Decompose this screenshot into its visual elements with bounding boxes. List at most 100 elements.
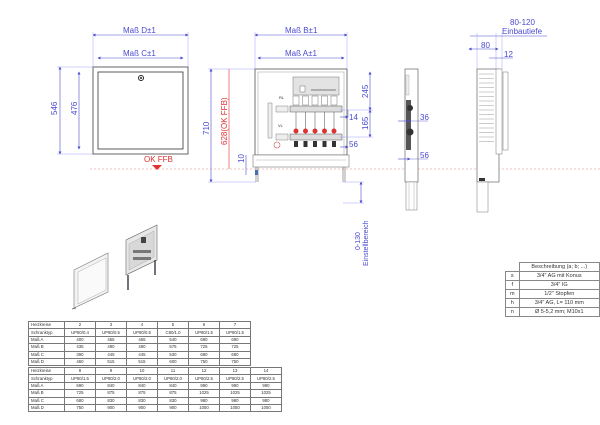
spec-cell: 875 <box>157 389 189 398</box>
legend-header: Beschreibung (a; b; ...) <box>518 262 600 272</box>
spec-cell: 490 <box>126 343 158 352</box>
spec-row-label: Maß C <box>28 396 65 405</box>
dim-546-label: 546 <box>50 101 59 115</box>
legend-header-row: Beschreibung (a; b; ...) <box>505 262 600 272</box>
spec-cell: UP80/0.5 <box>126 328 158 337</box>
spec-row-label: Maß D <box>28 403 65 413</box>
spec-cell: 690 <box>64 381 96 391</box>
spec-row-label: Schranktyp <box>28 328 65 337</box>
spec-cell: 445 <box>126 350 158 359</box>
dim-14-label: 14 <box>349 113 358 122</box>
spec-cell: UP80/0.4 <box>64 328 96 337</box>
spec-cell: 13 <box>219 366 251 376</box>
adjust-range-caption: Einstellbereich <box>363 220 370 266</box>
spec-cell: 515 <box>126 357 158 367</box>
spec-cell: 435 <box>64 343 96 352</box>
spec-row-label: Maß C <box>28 350 65 359</box>
spec-row-label: Maß B <box>28 343 65 352</box>
spec-cell: 3 <box>95 320 127 330</box>
spec-cell: 530 <box>157 350 189 359</box>
spec-cell: 830 <box>126 396 158 405</box>
spec-cell: 680 <box>188 350 220 359</box>
spec-cell: 575 <box>157 343 189 352</box>
spec-cell: 680 <box>64 396 96 405</box>
spec-cell: 2 <box>64 320 96 330</box>
outlet-icon <box>322 141 327 147</box>
spec-cell: 900 <box>95 403 127 413</box>
dim-10-label: 10 <box>237 154 246 163</box>
depth-range-label: 80-120 <box>510 18 535 27</box>
spec-cell: 680 <box>219 350 251 359</box>
flow-meter-icon <box>322 128 327 134</box>
spec-cell: 6 <box>188 320 220 330</box>
spec-cell: 690 <box>219 335 251 345</box>
spec-cell: 540 <box>157 335 189 345</box>
spec-cell: 875 <box>95 389 127 398</box>
spec-cell: UP80/1.5 <box>219 328 251 337</box>
spec-cell: 990 <box>188 381 220 391</box>
spec-cell: UP80/2.5 <box>219 374 251 383</box>
actuator-icon <box>321 95 328 106</box>
cover-door <box>97 71 184 150</box>
spec-cell: UP80/1.5 <box>64 374 96 383</box>
spec-cell: 5 <box>157 320 189 330</box>
rl-label: RL <box>279 95 285 100</box>
installed-view: RL VL Maß B±1 Maß A±1 710 628(OK FFB) 10… <box>202 26 373 266</box>
depth-caption: Einbautiefe <box>502 27 543 36</box>
spec-cell: UP80/0.5 <box>95 328 127 337</box>
spec-cell: 8 <box>64 366 96 376</box>
dim-c-label: Maß C±1 <box>123 49 156 58</box>
actuator-icon <box>302 95 309 106</box>
spec-cell: 980 <box>219 396 251 405</box>
spec-cell: 1050 <box>250 403 282 413</box>
spec-cell: 515 <box>95 357 127 367</box>
spec-cell: 980 <box>188 396 220 405</box>
spec-cell: 7 <box>219 320 251 330</box>
actuator-icon <box>330 95 338 106</box>
depth-view: 80-120 Einbautiefe 80 12 <box>468 18 547 213</box>
spec-cell: 455 <box>95 335 127 345</box>
spec-row-label: Maß B <box>28 389 65 398</box>
flow-meter-icon <box>303 128 308 134</box>
spec-cell: 460 <box>64 357 96 367</box>
spec-cell: 1025 <box>250 389 282 398</box>
spec-cell: 875 <box>126 389 158 398</box>
actuator-icon <box>292 95 300 106</box>
side-dim-56-label: 56 <box>420 151 429 160</box>
spec-cell: UP80/2.5 <box>188 374 220 383</box>
spec-cell: UP80/2.5 <box>250 374 282 383</box>
dim-d-label: Maß D±1 <box>123 26 156 35</box>
flow-meter-icon <box>293 128 299 134</box>
spec-row-label: Maß A <box>28 335 65 345</box>
spec-cell: 830 <box>157 396 189 405</box>
spec-cell: 4 <box>126 320 158 330</box>
dim-56-label: 56 <box>349 140 358 149</box>
spec-cell: 900 <box>126 403 158 413</box>
spec-cell: 1025 <box>188 389 220 398</box>
spec-cell: UP80/2.0 <box>95 374 127 383</box>
floor-label: OK FFB <box>144 155 173 164</box>
spec-cell: 12 <box>188 366 220 376</box>
spec-cell: UP80/2.0 <box>157 374 189 383</box>
outlet-icon <box>294 141 298 147</box>
spec-cell: 390 <box>64 350 96 359</box>
spec-row-label: Heizkreise <box>28 320 65 330</box>
vl-label: VL <box>278 123 284 128</box>
spec-cell: 980 <box>250 396 282 405</box>
dim-245-label: 245 <box>361 84 370 98</box>
spec-cell: 750 <box>64 403 96 413</box>
depth-dim-12-label: 12 <box>504 50 513 59</box>
